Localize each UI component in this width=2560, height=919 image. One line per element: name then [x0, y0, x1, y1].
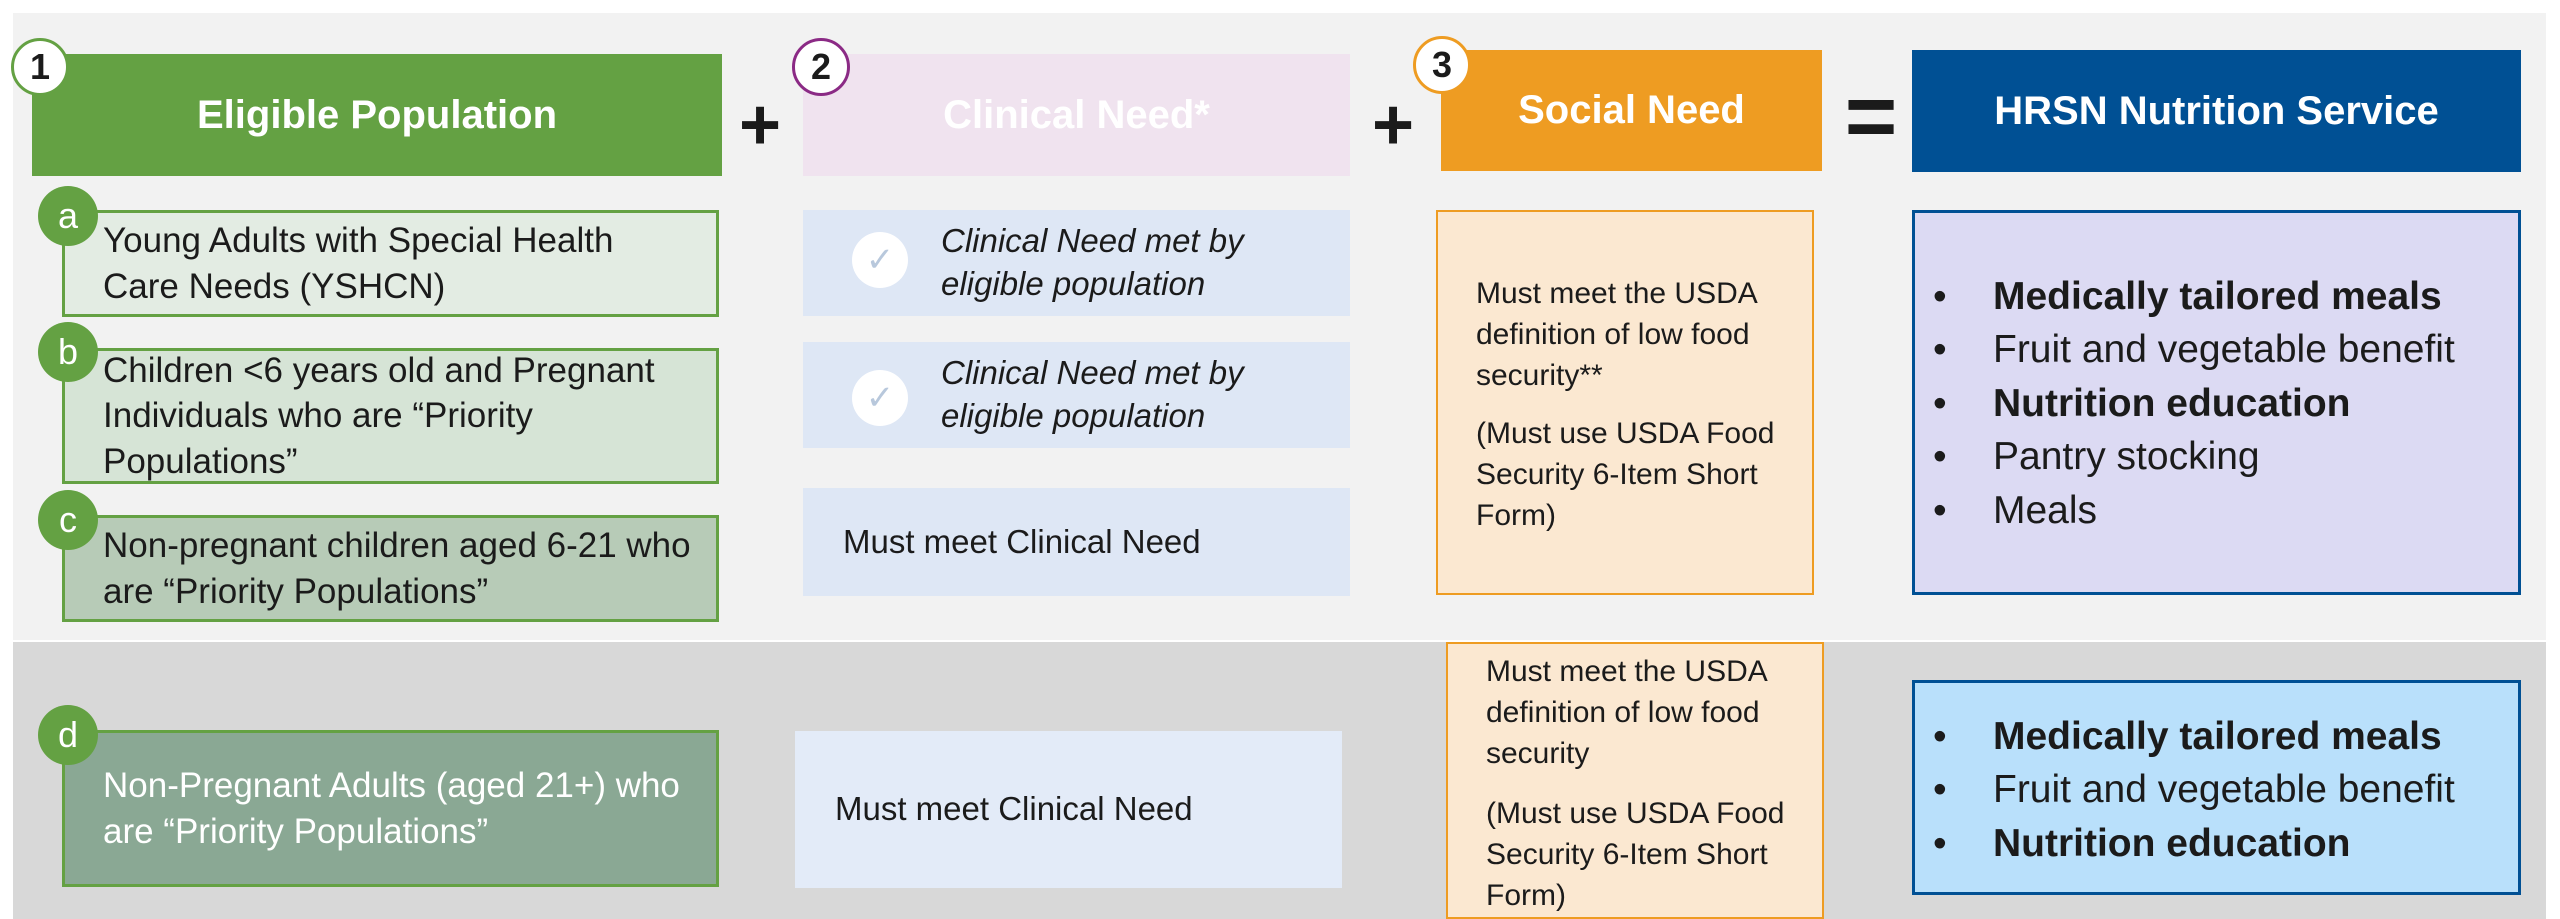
social-need-bottom-definition: Must meet the USDA definition of low foo… — [1486, 655, 1767, 770]
population-b-box: Children <6 years old and Pregnant Indiv… — [62, 348, 719, 484]
service-item: • Nutrition education — [1933, 377, 2518, 430]
bullet-icon: • — [1933, 821, 1947, 865]
step-number-1: 1 — [11, 38, 69, 96]
population-letter-b: b — [38, 322, 98, 382]
service-item-label: Fruit and vegetable benefit — [1993, 768, 2455, 812]
equals-operator: = — [1844, 66, 1898, 167]
service-item: • Fruit and vegetable benefit — [1933, 323, 2518, 376]
service-item: • Medically tailored meals — [1933, 270, 2518, 323]
nutrition-services-top-box: • Medically tailored meals • Fruit and veg… — [1912, 210, 2521, 595]
population-letter-d: d — [38, 705, 98, 765]
social-need-top-box: Must meet the USDA definition of low foo… — [1436, 210, 1814, 595]
header-eligible-population: Eligible Population — [32, 54, 722, 176]
service-item: • Medically tailored meals — [1933, 710, 2518, 763]
clinical-need-d-box: Must meet Clinical Need — [795, 731, 1342, 888]
service-item-label: Nutrition education — [1993, 821, 2351, 865]
social-need-top-form-note: (Must use USDA Food Security 6-Item Shor… — [1476, 417, 1775, 532]
plus-operator-2: + — [1371, 85, 1415, 165]
population-c-box: Non-pregnant children aged 6-21 who are … — [62, 515, 719, 622]
population-d-box: Non-Pregnant Adults (aged 21+) who are “… — [62, 730, 719, 887]
checkmark-icon: ✓ — [852, 370, 908, 426]
population-a-text: Young Adults with Special Health Care Ne… — [103, 221, 614, 306]
step-number-2: 2 — [792, 38, 850, 96]
social-need-bottom-form-note: (Must use USDA Food Security 6-Item Shor… — [1486, 797, 1785, 912]
population-d-text: Non-Pregnant Adults (aged 21+) who are “… — [103, 766, 680, 851]
service-item-label: Medically tailored meals — [1993, 275, 2442, 318]
bullet-icon: • — [1933, 328, 1947, 372]
bullet-icon: • — [1933, 435, 1947, 479]
service-item-label: Nutrition education — [1993, 381, 2351, 425]
header-hrsn-nutrition-service: HRSN Nutrition Service — [1912, 50, 2521, 172]
population-b-text: Children <6 years old and Pregnant Indiv… — [103, 350, 655, 481]
clinical-need-c-box: Must meet Clinical Need — [803, 488, 1350, 596]
bullet-icon: • — [1933, 715, 1947, 758]
clinical-need-a-text: Clinical Need met by eligible population — [941, 222, 1244, 302]
clinical-need-d-text: Must meet Clinical Need — [835, 790, 1193, 828]
service-item: • Meals — [1933, 484, 2518, 537]
social-need-bottom-box: Must meet the USDA definition of low foo… — [1446, 642, 1824, 919]
population-letter-c: c — [38, 490, 98, 550]
header-social-need: Social Need — [1441, 50, 1822, 171]
bullet-icon: • — [1933, 381, 1947, 425]
service-item: • Nutrition education — [1933, 817, 2518, 870]
service-item-label: Fruit and vegetable benefit — [1993, 328, 2455, 372]
service-item: • Pantry stocking — [1933, 430, 2518, 483]
header-clinical-need: Clinical Need* — [803, 54, 1350, 176]
service-item-label: Medically tailored meals — [1993, 715, 2442, 758]
clinical-need-c-text: Must meet Clinical Need — [843, 522, 1201, 560]
service-item-label: Pantry stocking — [1993, 435, 2260, 479]
clinical-need-b-text: Clinical Need met by eligible population — [941, 354, 1244, 434]
checkmark-icon: ✓ — [852, 232, 908, 288]
service-item-label: Meals — [1993, 488, 2098, 532]
bullet-icon: • — [1933, 275, 1947, 318]
population-a-box: Young Adults with Special Health Care Ne… — [62, 210, 719, 317]
population-letter-a: a — [38, 186, 98, 246]
bullet-icon: • — [1933, 488, 1947, 532]
population-c-text: Non-pregnant children aged 6-21 who are … — [103, 526, 691, 611]
nutrition-services-bottom-box: • Medically tailored meals • Fruit and veg… — [1912, 680, 2521, 895]
service-item: • Fruit and vegetable benefit — [1933, 763, 2518, 816]
bullet-icon: • — [1933, 768, 1947, 812]
plus-operator-1: + — [738, 85, 782, 165]
step-number-3: 3 — [1413, 36, 1471, 94]
social-need-top-definition: Must meet the USDA definition of low foo… — [1476, 277, 1757, 392]
